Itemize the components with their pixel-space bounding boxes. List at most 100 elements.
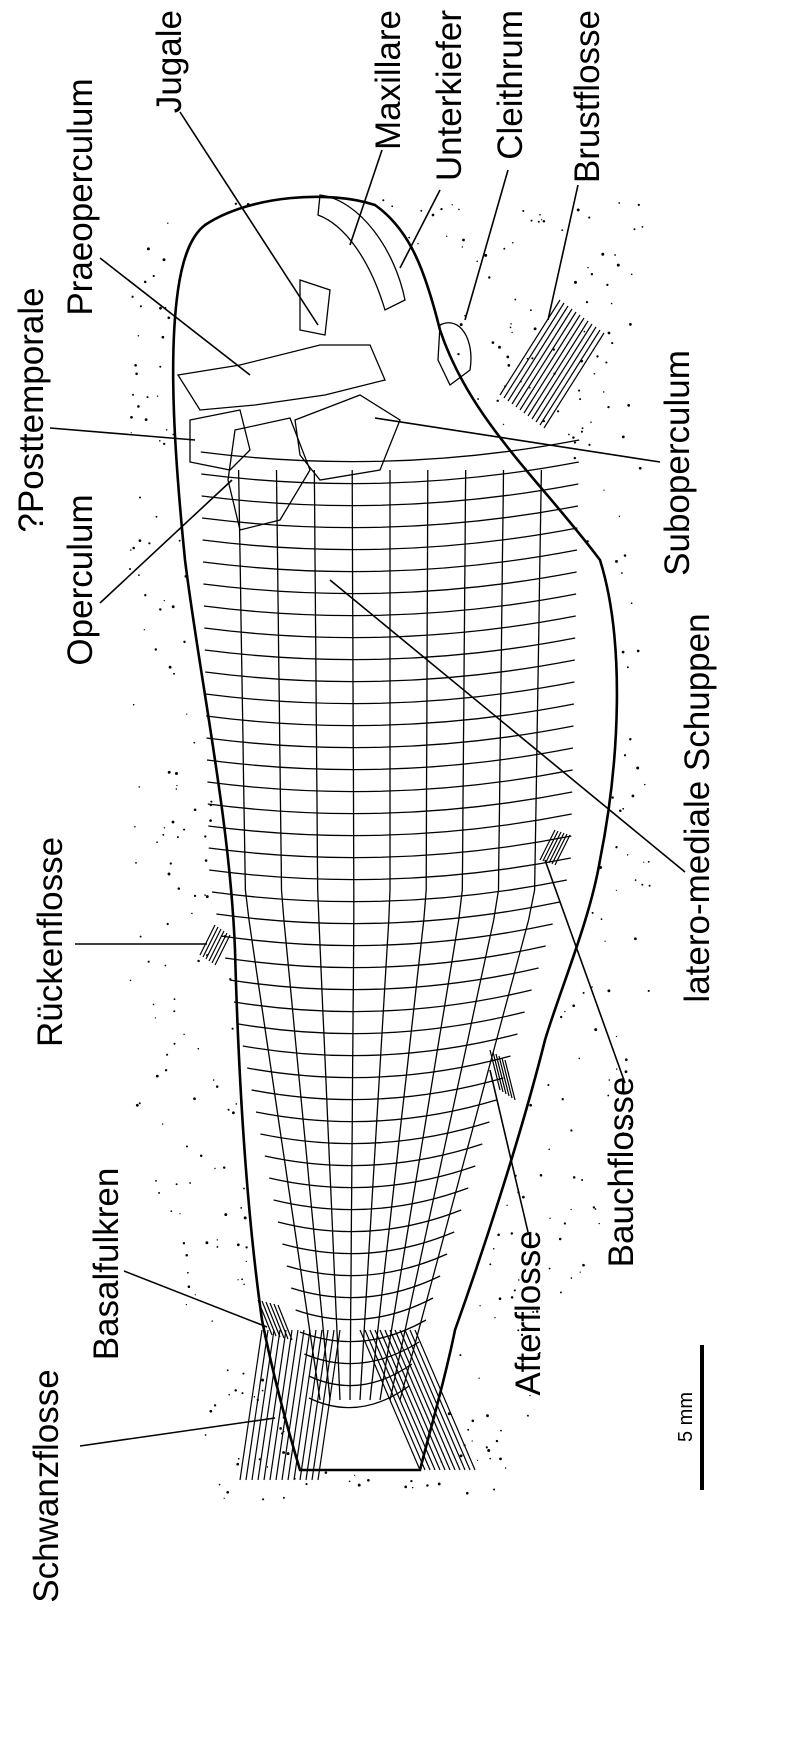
- stipple-dot: [649, 885, 651, 887]
- stipple-dot: [625, 1058, 628, 1061]
- stipple-dot: [583, 992, 585, 994]
- stipple-dot: [131, 432, 132, 433]
- stipple-dot: [621, 572, 623, 574]
- stipple-dot: [574, 281, 577, 284]
- stipple-dot: [631, 602, 633, 604]
- stipple-dot: [155, 1180, 157, 1182]
- stipple-dot: [599, 1223, 600, 1224]
- stipple-dot: [568, 434, 570, 436]
- stipple-dot: [549, 1218, 550, 1219]
- stipple-dot: [611, 342, 613, 344]
- stipple-dot: [186, 1304, 187, 1305]
- stipple-dot: [539, 214, 541, 216]
- stipple-dot: [198, 1048, 200, 1050]
- stipple-dot: [391, 205, 393, 207]
- stipple-dot: [643, 862, 644, 863]
- stipple-dot: [133, 704, 135, 706]
- stipple-dot: [170, 862, 172, 864]
- stipple-dot: [611, 303, 613, 305]
- stipple-dot: [139, 786, 141, 788]
- stipple-dot: [179, 1213, 180, 1214]
- stipple-dot: [193, 1097, 196, 1100]
- stipple-dot: [167, 923, 169, 925]
- stipple-dot: [541, 219, 542, 220]
- stipple-dot: [548, 1148, 550, 1150]
- stipple-dot: [534, 327, 537, 330]
- dorsal-fin-ray: [209, 931, 224, 961]
- stipple-dot: [557, 410, 559, 412]
- stipple-dot: [157, 396, 158, 397]
- stipple-dot: [591, 273, 593, 275]
- stipple-dot: [226, 1491, 229, 1494]
- label-cleithrum: Cleithrum: [491, 10, 530, 160]
- stipple-dot: [573, 1176, 576, 1179]
- stipple-dot: [183, 1242, 185, 1244]
- stipple-dot: [136, 1104, 139, 1107]
- stipple-dot: [188, 1285, 191, 1288]
- stipple-dot: [242, 1373, 244, 1375]
- stipple-dot: [166, 1054, 168, 1056]
- stipple-dot: [148, 961, 150, 963]
- stipple-dot: [459, 1354, 461, 1356]
- stipple-dot: [530, 309, 532, 311]
- label-rueckenflosse: Rückenflosse: [31, 837, 70, 1047]
- stipple-dot: [506, 355, 509, 358]
- pectoral-fin-ray: [544, 333, 604, 428]
- stipple-dot: [564, 1011, 565, 1012]
- label-basalfulkren: Basalfulkren: [87, 1168, 126, 1361]
- stipple-dot: [168, 771, 171, 774]
- stipple-dot: [549, 1268, 551, 1270]
- stipple-dot: [214, 1168, 215, 1169]
- stipple-dot: [582, 1264, 585, 1267]
- stipple-dot: [560, 1016, 562, 1018]
- stipple-dot: [632, 795, 635, 798]
- stipple-dot: [185, 1254, 188, 1257]
- stipple-dot: [493, 1488, 495, 1490]
- stipple-dot: [619, 516, 620, 517]
- stipple-dot: [489, 1263, 491, 1265]
- stipple-dot: [156, 516, 158, 518]
- stipple-dot: [648, 990, 650, 992]
- stipple-dot: [462, 246, 463, 247]
- stipple-dot: [140, 936, 142, 938]
- stipple-dot: [246, 1261, 247, 1262]
- stipple-dot: [487, 1449, 490, 1452]
- stipple-dot: [138, 335, 140, 337]
- stipple-dot: [173, 1010, 175, 1012]
- stipple-dot: [197, 960, 199, 962]
- stipple-dot: [500, 1430, 502, 1432]
- stipple-dot: [478, 1378, 479, 1379]
- stipple-dot: [627, 666, 629, 668]
- stipple-dot: [153, 275, 155, 277]
- stipple-dot: [648, 861, 650, 863]
- stipple-dot: [204, 894, 206, 896]
- label-praeoperculum: Praeoperculum: [61, 78, 100, 315]
- pectoral-fin-ray: [520, 315, 580, 410]
- stipple-dot: [527, 1415, 529, 1417]
- stipple-dot: [237, 1279, 238, 1280]
- stipple-dot: [205, 1434, 207, 1436]
- stipple-dot: [624, 554, 627, 557]
- stipple-dot: [213, 1079, 215, 1081]
- stipple-dot: [588, 217, 590, 219]
- stipple-dot: [155, 648, 157, 650]
- leader-basalfulkren: [124, 1271, 267, 1327]
- stipple-dot: [183, 829, 185, 831]
- pectoral-fin-ray: [500, 300, 560, 395]
- stipple-dot: [159, 307, 162, 310]
- stipple-dot: [622, 651, 625, 654]
- stipple-dot: [232, 1028, 234, 1030]
- stipple-dot: [305, 1483, 307, 1485]
- stipple-dot: [587, 267, 588, 268]
- stipple-dot: [279, 1427, 282, 1430]
- stipple-dot: [167, 223, 168, 224]
- stipple-dot: [238, 1458, 240, 1460]
- stipple-dot: [564, 1222, 566, 1224]
- stipple-dot: [560, 1291, 562, 1293]
- stipple-dot: [209, 819, 212, 822]
- stipple-dot: [283, 1497, 285, 1499]
- pectoral-fin-ray: [524, 318, 584, 413]
- stipple-dot: [595, 1208, 597, 1210]
- stipple-dot: [144, 629, 145, 630]
